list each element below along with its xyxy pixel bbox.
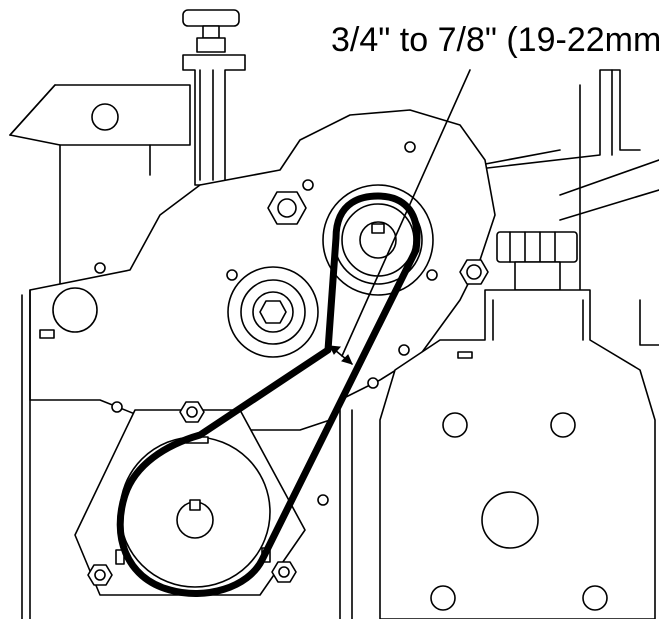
right-upper-frame: [469, 69, 659, 346]
deflection-callout-label: 3/4" to 7/8" (19-22mm): [331, 21, 659, 59]
hex-bolt-upper: [267, 191, 307, 225]
motor-housing: [317, 231, 656, 619]
arrow-head-icon: [341, 354, 353, 365]
hex-bolt-right: [459, 259, 489, 285]
idler-pulley: [227, 266, 319, 358]
arrow-head-icon: [329, 345, 342, 355]
deflection-measurement: [329, 69, 471, 365]
motor-mount-plate: [74, 401, 306, 596]
upper-left-housing: [9, 84, 191, 291]
adjuster-post: [182, 9, 246, 186]
drive-belt: [116, 192, 421, 597]
